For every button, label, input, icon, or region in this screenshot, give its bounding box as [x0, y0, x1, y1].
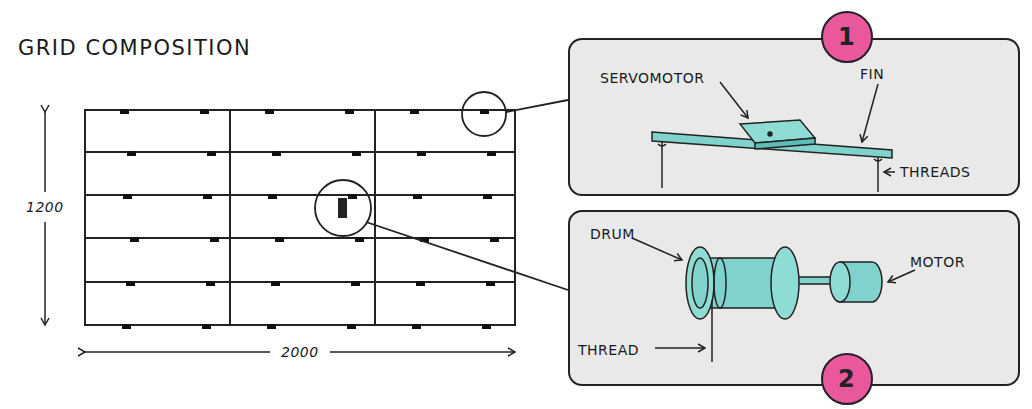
fin-mark — [203, 194, 212, 199]
fin-mark — [202, 324, 211, 329]
fin-mark — [483, 194, 492, 199]
fin-mark — [210, 237, 219, 242]
fin-mark — [126, 281, 135, 286]
fin-assembly — [652, 82, 895, 192]
fin-mark — [417, 151, 426, 156]
fin-mark — [268, 194, 277, 199]
drum-mark — [338, 198, 347, 218]
fin-marks — [120, 109, 499, 329]
dimension-label: 1200 — [24, 199, 66, 215]
fin-mark — [412, 324, 421, 329]
part-label: DRUM — [590, 226, 635, 242]
fin-mark — [490, 237, 499, 242]
fin-mark — [413, 194, 422, 199]
callout-number: 1 — [838, 23, 855, 51]
fin-mark — [265, 109, 274, 114]
fin-mark — [127, 151, 136, 156]
fin-mark — [416, 281, 425, 286]
fin-mark — [348, 194, 357, 199]
fin-mark — [352, 151, 361, 156]
drum-assembly — [632, 238, 915, 362]
fin-mark — [120, 109, 129, 114]
fin-mark — [480, 109, 489, 114]
fin-mark — [355, 237, 364, 242]
fin-mark — [122, 324, 131, 329]
fin-mark — [482, 324, 491, 329]
detail-panel: SERVOMOTOR FIN THREADS — [568, 38, 1020, 196]
part-label: FIN — [860, 66, 884, 82]
fin-mark — [275, 237, 284, 242]
fin-mark — [272, 151, 281, 156]
callout-number: 2 — [838, 365, 855, 393]
fin-mark — [351, 281, 360, 286]
fin-mark — [487, 151, 496, 156]
fin-mark — [486, 281, 495, 286]
fin-mark — [130, 237, 139, 242]
fin-mark — [267, 324, 276, 329]
fin-mark — [410, 109, 419, 114]
grid — [85, 110, 515, 325]
fin-mark — [200, 109, 209, 114]
part-label: SERVOMOTOR — [600, 70, 704, 86]
fin-mark — [123, 194, 132, 199]
part-label: THREADS — [900, 164, 970, 180]
fin-mark — [206, 281, 215, 286]
part-label: MOTOR — [910, 254, 965, 270]
fin-mark — [347, 324, 356, 329]
callout-circle: 1 — [820, 10, 874, 64]
part-label: THREAD — [578, 342, 639, 358]
fin-mark — [271, 281, 280, 286]
callout-circles — [315, 92, 568, 290]
fin-mark — [207, 151, 216, 156]
dimension-label: 2000 — [279, 344, 321, 360]
callout-circle: 2 — [820, 352, 874, 406]
dimension-lines — [45, 112, 515, 352]
diagram-title: GRID COMPOSITION — [18, 36, 251, 60]
fin-mark — [345, 109, 354, 114]
